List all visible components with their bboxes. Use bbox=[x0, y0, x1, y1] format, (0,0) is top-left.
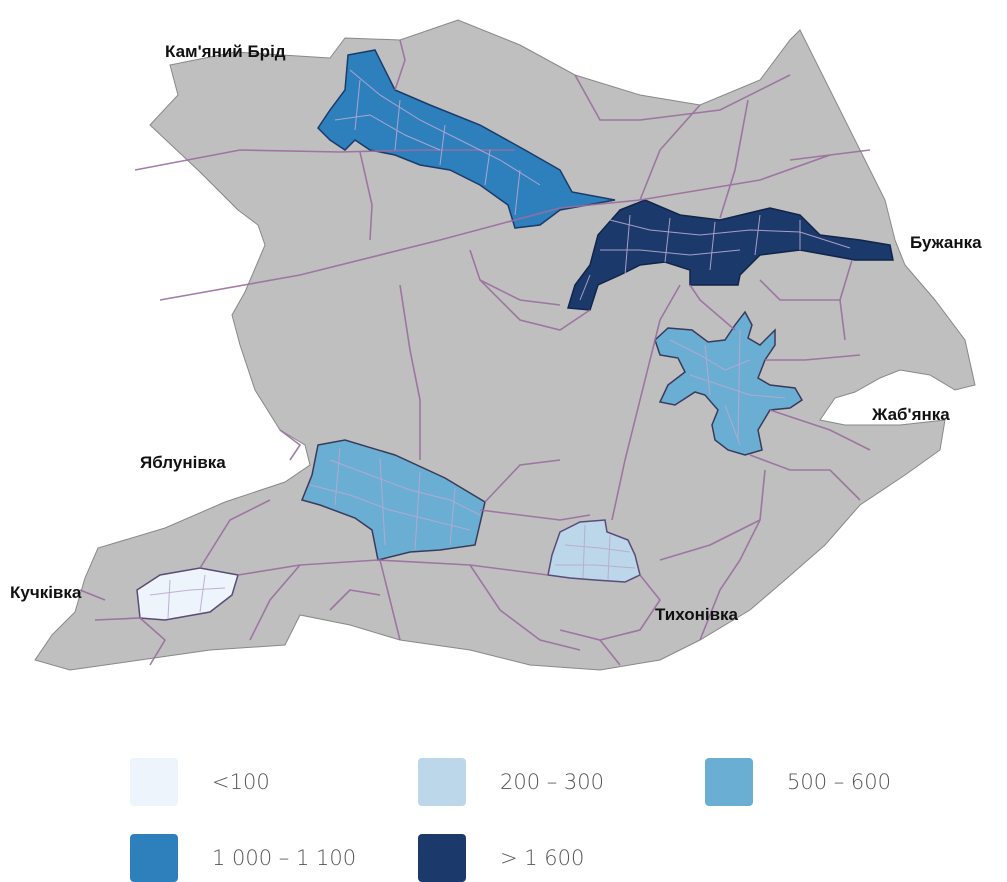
legend-swatch-gt1600 bbox=[418, 834, 466, 882]
label-yablunivka: Яблунівка bbox=[140, 453, 226, 472]
legend-swatch-1000-1100 bbox=[130, 834, 178, 882]
label-zhabianka: Жаб'янка bbox=[871, 405, 950, 424]
label-tykhonivka: Тихонівка bbox=[655, 605, 739, 624]
legend-item-gt1600: > 1 600 bbox=[418, 834, 584, 882]
region-kuchkivka bbox=[136, 567, 239, 621]
region-yablunivka bbox=[300, 439, 486, 561]
legend-swatch-500-600 bbox=[705, 758, 753, 806]
label-buzhanka: Бужанка bbox=[910, 233, 982, 252]
legend-label-1000-1100: 1 000 – 1 100 bbox=[212, 846, 357, 870]
legend-item-1000-1100: 1 000 – 1 100 bbox=[130, 834, 356, 882]
legend-item-500-600: 500 – 600 bbox=[705, 758, 891, 806]
community-map: Кам'яний Брід Бужанка Жаб'янка Яблунівка… bbox=[10, 19, 982, 671]
territory-polygon bbox=[34, 19, 976, 671]
label-kamianyi-brid: Кам'яний Брід bbox=[165, 42, 286, 61]
legend-swatch-200-300 bbox=[418, 758, 466, 806]
legend-item-lt100: <100 bbox=[130, 758, 270, 806]
legend-label-500-600: 500 – 600 bbox=[787, 770, 892, 794]
region-buzhanka bbox=[567, 199, 894, 311]
road-network bbox=[79, 39, 871, 666]
region-kamianyi-brid bbox=[317, 49, 616, 229]
label-kuchkivka: Кучківка bbox=[10, 583, 82, 602]
legend-item-200-300: 200 – 300 bbox=[418, 758, 604, 806]
legend-label-gt1600: > 1 600 bbox=[500, 846, 585, 870]
legend-label-lt100: <100 bbox=[212, 770, 270, 794]
legend-label-200-300: 200 – 300 bbox=[500, 770, 605, 794]
street-grid bbox=[149, 69, 851, 619]
legend-swatch-lt100 bbox=[130, 758, 178, 806]
